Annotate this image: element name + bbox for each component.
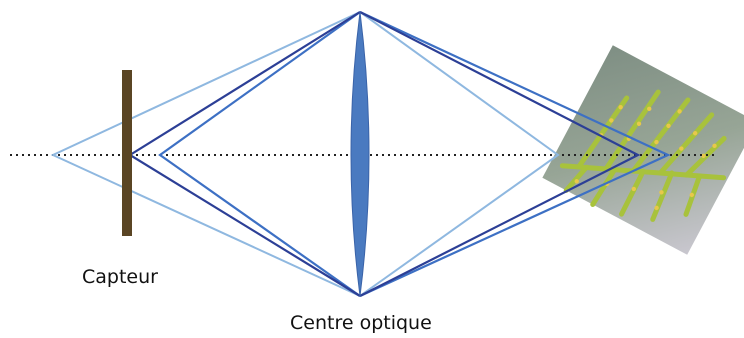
rays-light [50,11,560,297]
optical-center-label: Centre optique [290,312,432,334]
rays-medium [158,11,671,298]
lens [350,11,370,297]
sensor-label: Capteur [82,266,158,288]
sensor-bar [122,70,132,236]
fern-photo-icon [542,45,744,255]
